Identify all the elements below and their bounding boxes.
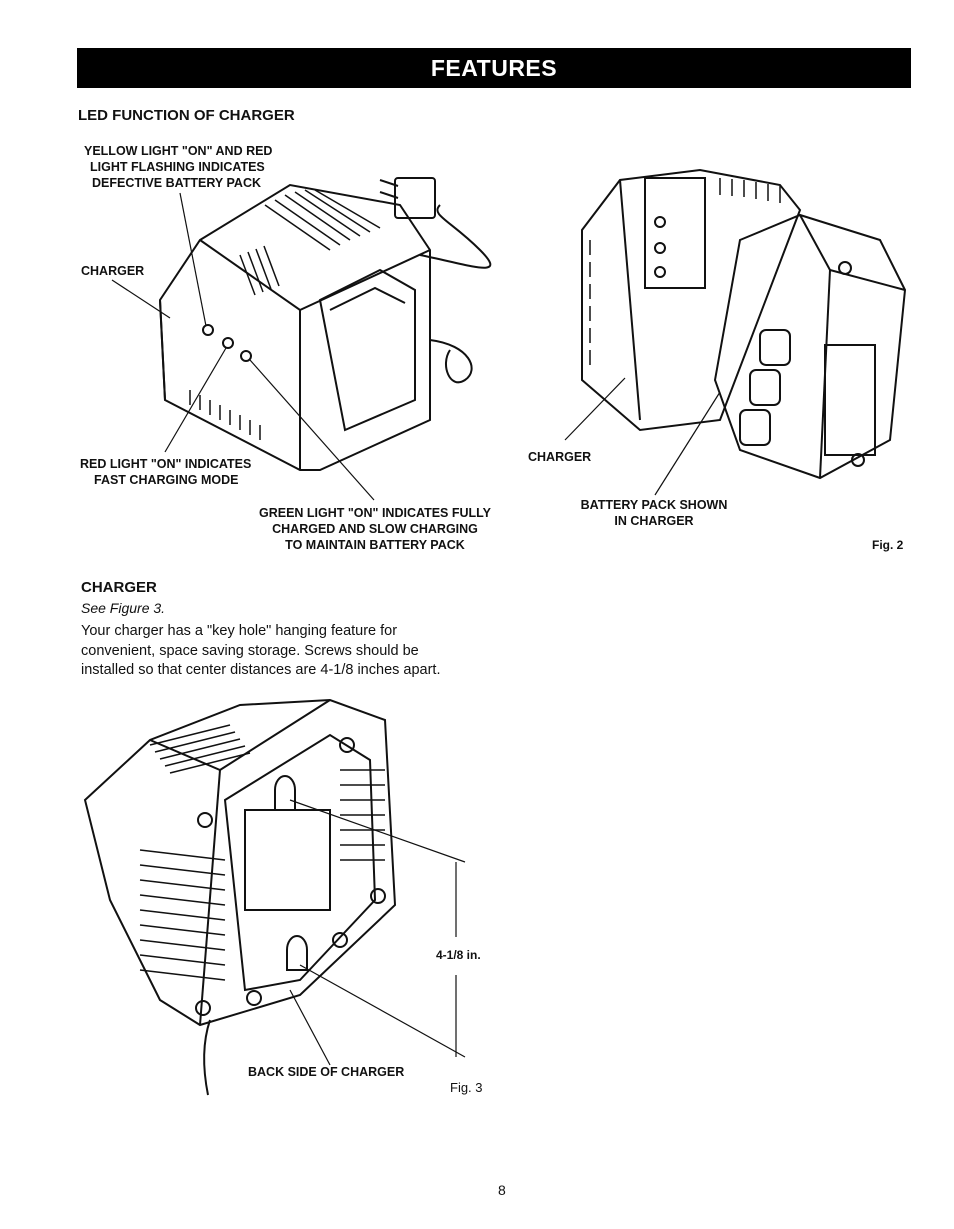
red-light-label: RED LIGHT "ON" INDICATES FAST CHARGING M…	[80, 457, 252, 487]
dimension-label: 4-1/8 in.	[436, 948, 481, 962]
charger-label-fig2: CHARGER	[528, 450, 592, 464]
charger-heading: CHARGER	[81, 579, 157, 596]
charger-description: Your charger has a "key hole" hanging fe…	[81, 623, 441, 678]
back-side-label: BACK SIDE OF CHARGER	[248, 1065, 405, 1079]
page-number: 8	[498, 1182, 506, 1198]
led-function-heading: LED FUNCTION OF CHARGER	[78, 107, 295, 124]
battery-pack-label: BATTERY PACK SHOWN IN CHARGER	[580, 498, 728, 528]
see-figure-text: See Figure 3.	[81, 600, 166, 616]
green-light-label: GREEN LIGHT "ON" INDICATES FULLY CHARGED…	[258, 506, 491, 552]
fig2-caption: Fig. 2	[872, 538, 904, 552]
yellow-light-label: YELLOW LIGHT "ON" AND RED LIGHT FLASHING…	[84, 144, 273, 190]
charger-label-fig1: CHARGER	[81, 264, 145, 278]
fig3-caption: Fig. 3	[450, 1080, 483, 1095]
section-banner: FEATURES	[77, 48, 911, 88]
